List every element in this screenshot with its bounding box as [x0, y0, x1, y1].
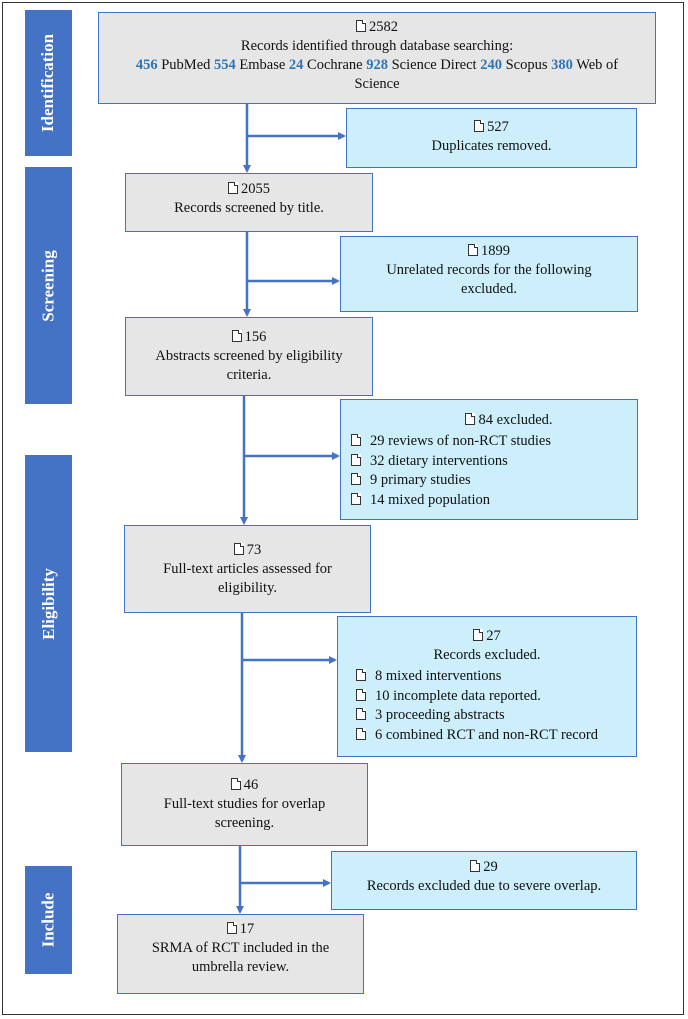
- list-item: 10 incomplete data reported.: [356, 687, 636, 707]
- list-item: 9 primary studies: [351, 471, 637, 491]
- document-icon: [356, 727, 366, 740]
- box-fulltext-assessed: 73 Full-text articles assessed for eligi…: [124, 525, 371, 613]
- phase-screening: Screening: [25, 167, 72, 404]
- box-excluded-84: 84 excluded. 29 reviews of non-RCT studi…: [340, 399, 638, 520]
- document-icon: [351, 492, 361, 505]
- box-records-identified: 2582 Records identified through database…: [98, 12, 656, 104]
- document-icon: [356, 708, 366, 720]
- box-overlap-screening: 46 Full-text studies for overlap screeni…: [121, 763, 368, 846]
- document-icon: [356, 20, 366, 32]
- sources-line: 456 PubMed 554 Embase 24 Cochrane 928 Sc…: [135, 57, 619, 92]
- box-included: 17 SRMA of RCT included in the umbrella …: [117, 914, 364, 994]
- list-item: 14 mixed population: [351, 491, 637, 511]
- list-item: 3 proceeding abstracts: [356, 706, 636, 726]
- document-icon: [470, 860, 481, 872]
- document-icon: [356, 688, 366, 701]
- phase-eligibility: Eligibility: [25, 455, 72, 752]
- list-item: 8 mixed interventions: [356, 667, 636, 687]
- document-icon: [351, 473, 361, 485]
- document-icon: [474, 120, 485, 132]
- phase-include: Include: [25, 866, 72, 974]
- box-duplicates-removed: 527 Duplicates removed.: [346, 108, 637, 168]
- document-icon: [351, 434, 361, 446]
- list-item: 29 reviews of non-RCT studies: [351, 432, 637, 452]
- box-unrelated-excluded: 1899 Unrelated records for the following…: [340, 236, 638, 312]
- box-excluded-27: 27 Records excluded. 8 mixed interventio…: [337, 616, 637, 757]
- excluded-84-list: 29 reviews of non-RCT studies 32 dietary…: [351, 432, 637, 510]
- document-icon: [465, 413, 476, 425]
- box-abstracts-screened: 156 Abstracts screened by eligibility cr…: [125, 317, 373, 396]
- list-item: 32 dietary interventions: [351, 452, 637, 472]
- box-excluded-overlap: 29 Records excluded due to severe overla…: [331, 851, 637, 910]
- box-screened-by-title: 2055 Records screened by title.: [125, 173, 373, 232]
- document-icon: [231, 330, 242, 342]
- document-icon: [473, 629, 484, 641]
- document-icon: [351, 453, 361, 466]
- document-icon: [356, 669, 366, 681]
- document-icon: [228, 182, 238, 194]
- document-icon: [230, 778, 241, 790]
- list-item: 6 combined RCT and non-RCT record: [356, 726, 636, 746]
- excluded-27-list: 8 mixed interventions 10 incomplete data…: [356, 667, 636, 745]
- phase-identification: Identification: [25, 10, 72, 156]
- document-icon: [226, 922, 237, 934]
- document-icon: [468, 244, 478, 256]
- document-icon: [233, 543, 244, 555]
